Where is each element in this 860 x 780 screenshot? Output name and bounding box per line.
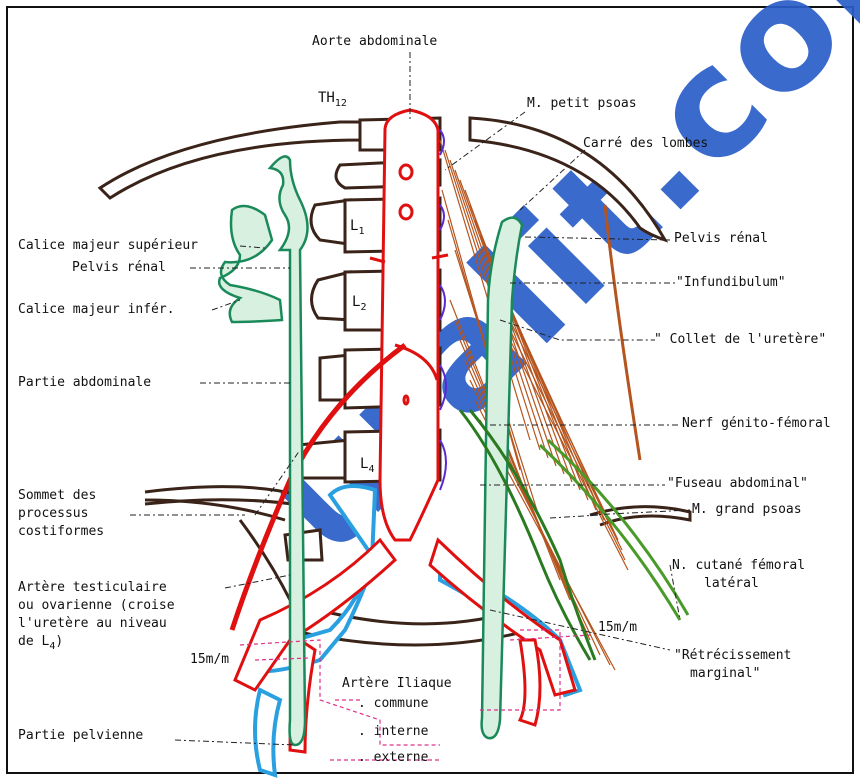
label-nerf-genito-femoral: Nerf génito-fémoral bbox=[682, 416, 831, 431]
label-externe: . externe bbox=[358, 750, 428, 765]
label-interne: . interne bbox=[358, 724, 428, 739]
de-l-sub: 4 bbox=[49, 641, 55, 652]
label-infundibulum: "Infundibulum" bbox=[676, 275, 786, 290]
th12-main: TH bbox=[318, 90, 335, 106]
label-pelvis-renal-right: Pelvis rénal bbox=[674, 231, 768, 246]
label-partie-pelvienne: Partie pelvienne bbox=[18, 728, 143, 743]
label-pelvis-renal-left: Pelvis rénal bbox=[72, 260, 166, 275]
label-artere-testiculaire: Artère testiculaire bbox=[18, 580, 167, 595]
label-sommet-des: Sommet des bbox=[18, 488, 96, 503]
label-15mm-right: 15m/m bbox=[598, 620, 637, 635]
label-processus: processus bbox=[18, 506, 88, 521]
label-fuseau-abdominal: "Fuseau abdominal" bbox=[667, 476, 808, 491]
label-artere-iliaque: Artère Iliaque bbox=[342, 676, 452, 691]
label-calice-majeur-superieur: Calice majeur supérieur bbox=[18, 238, 198, 253]
label-calice-majeur-inferieur: Calice majeur infér. bbox=[18, 302, 175, 317]
de-l-end: ) bbox=[55, 634, 63, 649]
de-l-main: de L bbox=[18, 634, 49, 649]
label-vertebra-l1: L1 bbox=[350, 218, 364, 234]
label-commune: . commune bbox=[358, 696, 428, 711]
label-costiformes: costiformes bbox=[18, 524, 104, 539]
label-lateral: latéral bbox=[704, 576, 759, 591]
label-aorte-abdominale: Aorte abdominale bbox=[312, 34, 437, 49]
label-de-l4: de L4) bbox=[18, 634, 63, 650]
label-marginal: marginal" bbox=[690, 666, 760, 681]
label-petit-psoas: M. petit psoas bbox=[527, 96, 637, 111]
label-cutane-femoral: N. cutané fémoral bbox=[672, 558, 805, 573]
label-uretere-niveau: l'uretère au niveau bbox=[18, 616, 167, 631]
label-ovarienne: ou ovarienne (croise bbox=[18, 598, 175, 613]
l2-sub: 2 bbox=[360, 302, 366, 313]
lateral-femoral-cutaneous-nerve bbox=[540, 440, 688, 620]
label-vertebra-l4: L4 bbox=[360, 456, 374, 472]
label-carre-des-lombes: Carré des lombes bbox=[583, 136, 708, 151]
l4-sub: 4 bbox=[368, 464, 374, 475]
label-th12: TH12 bbox=[318, 90, 347, 106]
label-grand-psoas: M. grand psoas bbox=[692, 502, 802, 517]
label-vertebra-l2: L2 bbox=[352, 294, 366, 310]
label-retrecissement: "Rétrécissement bbox=[674, 648, 791, 663]
th12-sub: 12 bbox=[335, 98, 347, 109]
label-partie-abdominale: Partie abdominale bbox=[18, 375, 151, 390]
label-15mm-left: 15m/m bbox=[190, 652, 229, 667]
label-collet-uretere: " Collet de l'uretère" bbox=[654, 332, 826, 347]
l1-sub: 1 bbox=[358, 226, 364, 237]
